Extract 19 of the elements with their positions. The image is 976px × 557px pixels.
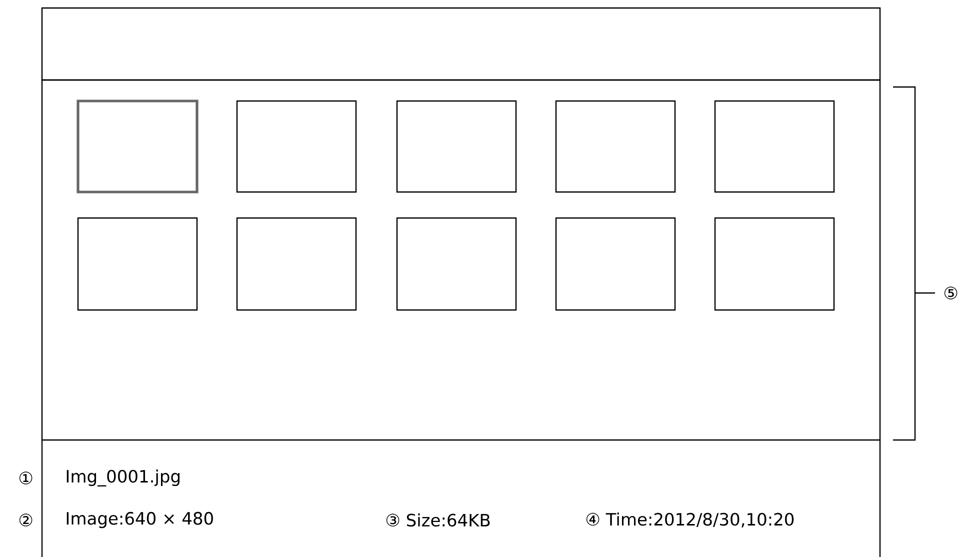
thumbnail-frame <box>714 100 835 193</box>
thumbnail-frame <box>236 217 357 311</box>
thumbnail-frame <box>396 217 517 311</box>
callout-number: ⑤ <box>944 286 958 300</box>
title-bar <box>41 7 881 81</box>
image-resolution: Image:640 × 480 <box>66 512 213 528</box>
callout-number: ② <box>19 514 32 526</box>
thumbnail-frame <box>714 217 835 311</box>
image-panel <box>41 79 881 441</box>
selected-thumbnail-frame <box>76 100 198 194</box>
file-name: Img_0001.jpg <box>66 470 180 486</box>
thumbnail-frame <box>555 100 676 193</box>
thumbnail-frame <box>77 217 198 311</box>
thumbnail-frame <box>555 217 676 311</box>
callout-number: ① <box>19 472 32 484</box>
file-size: ③ Size:64KB <box>386 513 490 527</box>
file-time: ④ Time:2012/8/30,10:20 <box>586 512 794 528</box>
thumbnail-frame <box>396 100 517 193</box>
thumbnail-frame <box>236 100 357 193</box>
